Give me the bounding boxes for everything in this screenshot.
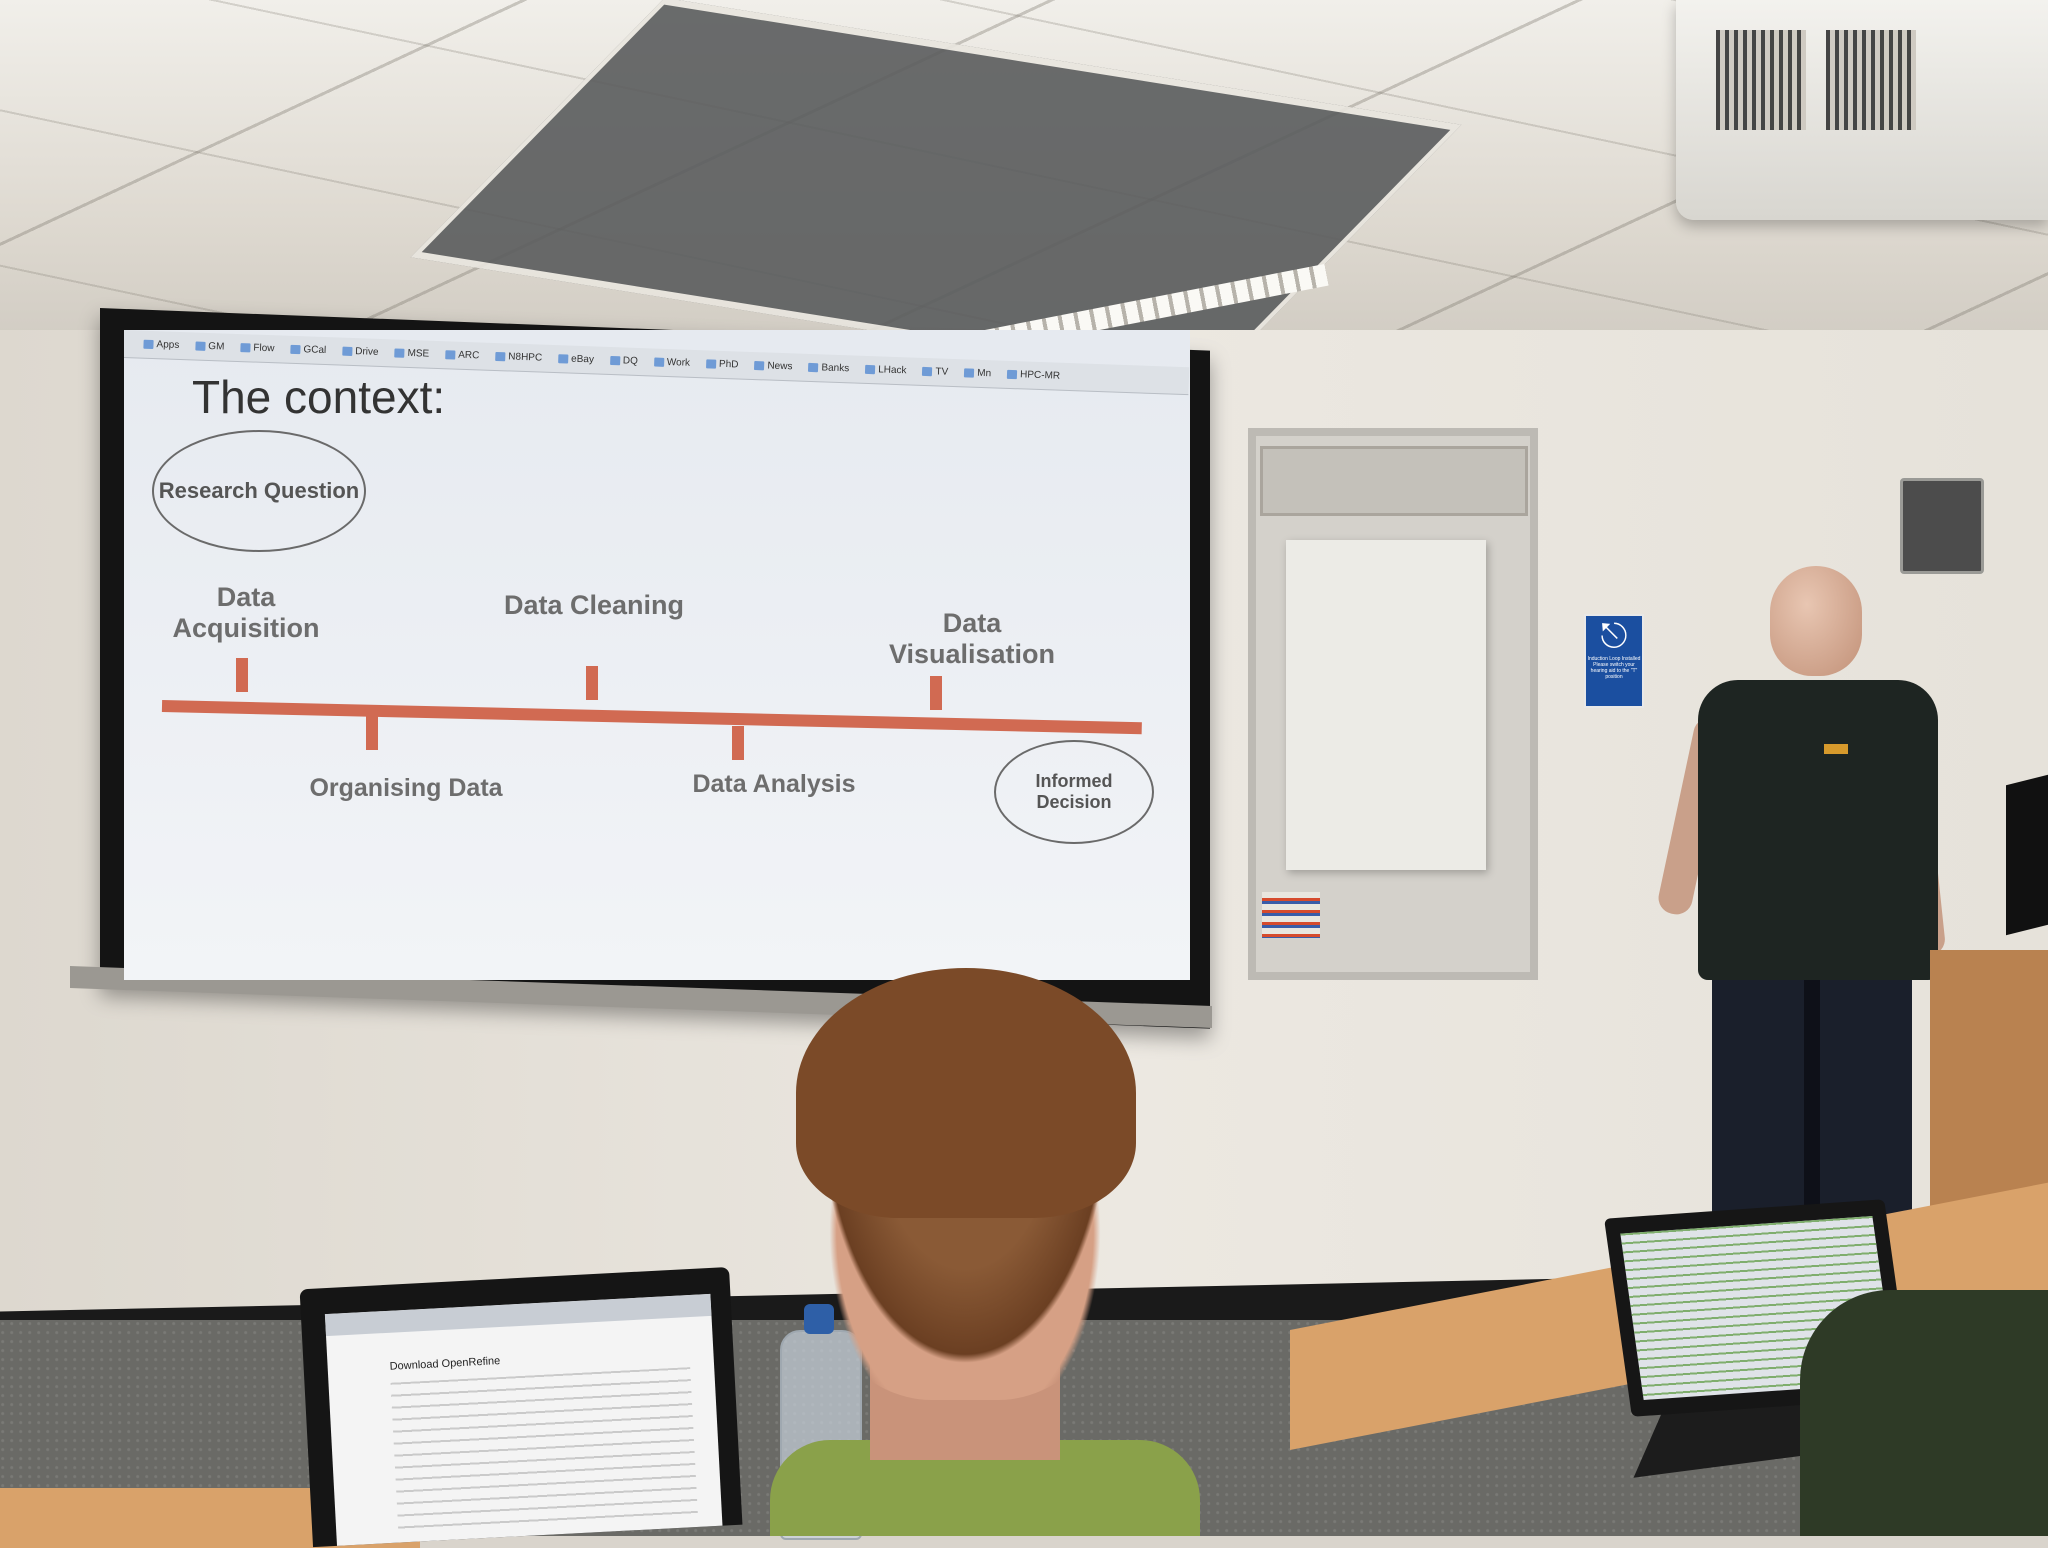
bookmark-label: ARC bbox=[457, 349, 480, 362]
research-question-oval: Research Question bbox=[152, 430, 366, 552]
bookmark-item[interactable]: DQ bbox=[609, 355, 639, 367]
bookmark-label: Drive bbox=[355, 346, 379, 358]
presenter-head bbox=[1770, 566, 1862, 676]
stage-data-acquisition: Data Acquisition bbox=[172, 582, 320, 644]
bookmark-label: News bbox=[767, 360, 793, 373]
folder-icon bbox=[922, 366, 933, 377]
folder-icon bbox=[195, 341, 206, 351]
whiteboard-ledge bbox=[1260, 446, 1528, 516]
presentation-slide: Apps GM Flow GCal Drive MSE ARC N8HPC eBay DQ Work… bbox=[124, 330, 1190, 980]
timeline-tick-analysis bbox=[732, 726, 744, 760]
bookmark-label: DQ bbox=[622, 355, 639, 367]
bookmark-label: MSE bbox=[407, 347, 430, 360]
bookmark-item[interactable]: TV bbox=[922, 366, 948, 378]
bookmark-item[interactable]: N8HPC bbox=[495, 351, 542, 364]
bookmark-item[interactable]: GM bbox=[195, 340, 225, 353]
tshirt-logo bbox=[1824, 744, 1848, 754]
folder-icon bbox=[705, 359, 717, 369]
folder-icon bbox=[290, 344, 301, 355]
bookmark-item[interactable]: HPC-MR bbox=[1006, 369, 1061, 382]
laptop-left-screen: Download OpenRefine bbox=[324, 1293, 723, 1546]
folder-icon bbox=[143, 339, 154, 350]
bookmark-label: eBay bbox=[570, 353, 595, 366]
wall-speaker bbox=[1900, 478, 1984, 574]
projector-vent bbox=[1826, 30, 1916, 130]
folder-icon bbox=[1006, 369, 1018, 380]
bookmark-label: N8HPC bbox=[508, 351, 543, 364]
bookmark-item[interactable]: Drive bbox=[342, 346, 379, 358]
informed-decision-oval: Informed Decision bbox=[994, 740, 1154, 844]
slide-title: The context: bbox=[192, 371, 446, 423]
ceiling-projector bbox=[1676, 0, 2048, 220]
bookmark-item[interactable]: MSE bbox=[394, 347, 430, 360]
folder-icon bbox=[964, 368, 975, 378]
bookmark-label: PhD bbox=[718, 358, 739, 371]
presenter-tshirt bbox=[1698, 680, 1938, 980]
bookmark-label: Apps bbox=[156, 339, 180, 351]
folder-icon bbox=[495, 351, 506, 362]
timeline-bar bbox=[161, 700, 1142, 735]
folder-icon bbox=[557, 354, 569, 364]
bookmark-item[interactable]: Apps bbox=[143, 339, 179, 351]
sign-text: Induction Loop Installed Please switch y… bbox=[1587, 656, 1641, 680]
folder-icon bbox=[865, 364, 876, 375]
stage-organising-data: Organising Data bbox=[309, 774, 503, 802]
folder-icon bbox=[342, 346, 353, 356]
bookmark-item[interactable]: Banks bbox=[808, 362, 849, 374]
stage-data-analysis: Data Analysis bbox=[692, 770, 856, 798]
marker-pens bbox=[1262, 892, 1320, 938]
bookmark-label: Mn bbox=[977, 367, 992, 380]
timeline-tick-visualisation bbox=[930, 676, 942, 710]
folder-icon bbox=[445, 350, 456, 360]
induction-loop-sign: ⎋ Induction Loop Installed Please switch… bbox=[1584, 614, 1644, 708]
bookmark-item[interactable]: Mn bbox=[964, 367, 991, 379]
bookmark-item[interactable]: Flow bbox=[240, 342, 275, 355]
ear-icon: ⎋ bbox=[1600, 617, 1628, 655]
student-hair bbox=[796, 968, 1136, 1218]
bookmark-label: LHack bbox=[877, 364, 907, 377]
folder-icon bbox=[808, 362, 819, 373]
bookmark-label: GM bbox=[208, 340, 225, 353]
webpage-text-lines bbox=[390, 1367, 698, 1533]
bookmark-item[interactable]: GCal bbox=[290, 344, 326, 356]
folder-icon bbox=[394, 348, 405, 358]
folder-icon bbox=[240, 343, 251, 353]
laptop-left: Download OpenRefine bbox=[299, 1266, 743, 1548]
folder-icon bbox=[609, 355, 621, 366]
folder-icon bbox=[754, 361, 765, 371]
timeline-tick-cleaning bbox=[586, 666, 598, 700]
browser-chrome bbox=[324, 1293, 712, 1337]
bookmark-item[interactable]: ARC bbox=[445, 349, 479, 361]
folder-icon bbox=[653, 357, 665, 367]
bookmark-label: Banks bbox=[821, 362, 850, 375]
projector-vent bbox=[1716, 30, 1806, 130]
flipchart-paper bbox=[1286, 540, 1486, 870]
bookmark-item[interactable]: Work bbox=[653, 356, 691, 369]
bookmark-item[interactable]: LHack bbox=[865, 364, 907, 376]
stage-data-visualisation: Data Visualisation bbox=[888, 608, 1056, 670]
bookmark-label: GCal bbox=[303, 344, 327, 357]
timeline-tick-organising bbox=[366, 716, 378, 750]
bookmark-label: HPC-MR bbox=[1019, 369, 1061, 382]
bookmark-item[interactable]: PhD bbox=[705, 358, 739, 371]
webpage-heading: Download OpenRefine bbox=[389, 1355, 501, 1373]
bookmark-label: Flow bbox=[253, 342, 275, 355]
bookmark-item[interactable]: News bbox=[754, 360, 793, 373]
student-right bbox=[1800, 1290, 2048, 1536]
lectern-monitor bbox=[2006, 774, 2048, 936]
bookmark-item[interactable]: eBay bbox=[557, 353, 595, 366]
bookmark-label: TV bbox=[935, 366, 949, 378]
stage-data-cleaning: Data Cleaning bbox=[503, 590, 685, 620]
timeline-tick-acquisition bbox=[236, 658, 248, 692]
bookmark-label: Work bbox=[666, 356, 691, 369]
